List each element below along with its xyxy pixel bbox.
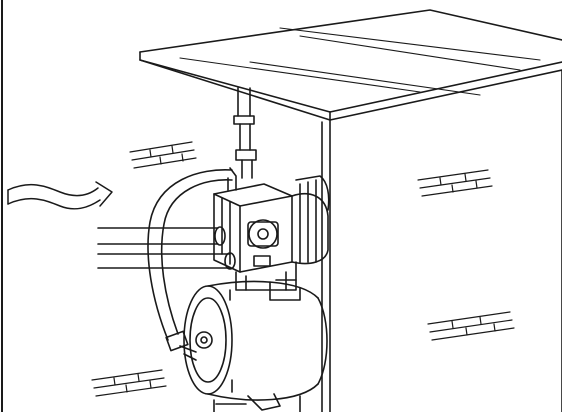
cabinet-side-panel xyxy=(321,69,562,412)
brick-mark-lower-left xyxy=(91,369,167,397)
brick-mark-right-lower xyxy=(427,311,515,341)
flexible-hose xyxy=(147,169,233,361)
discharge-pipe-vertical xyxy=(227,87,257,191)
cabinet-top xyxy=(139,9,562,121)
brick-mark-upper-left xyxy=(129,141,197,169)
airflow-arrow-icon xyxy=(7,181,113,210)
well-pump-motor xyxy=(213,175,330,291)
pressure-tank xyxy=(183,279,328,411)
brick-mark-right-upper xyxy=(417,169,493,197)
